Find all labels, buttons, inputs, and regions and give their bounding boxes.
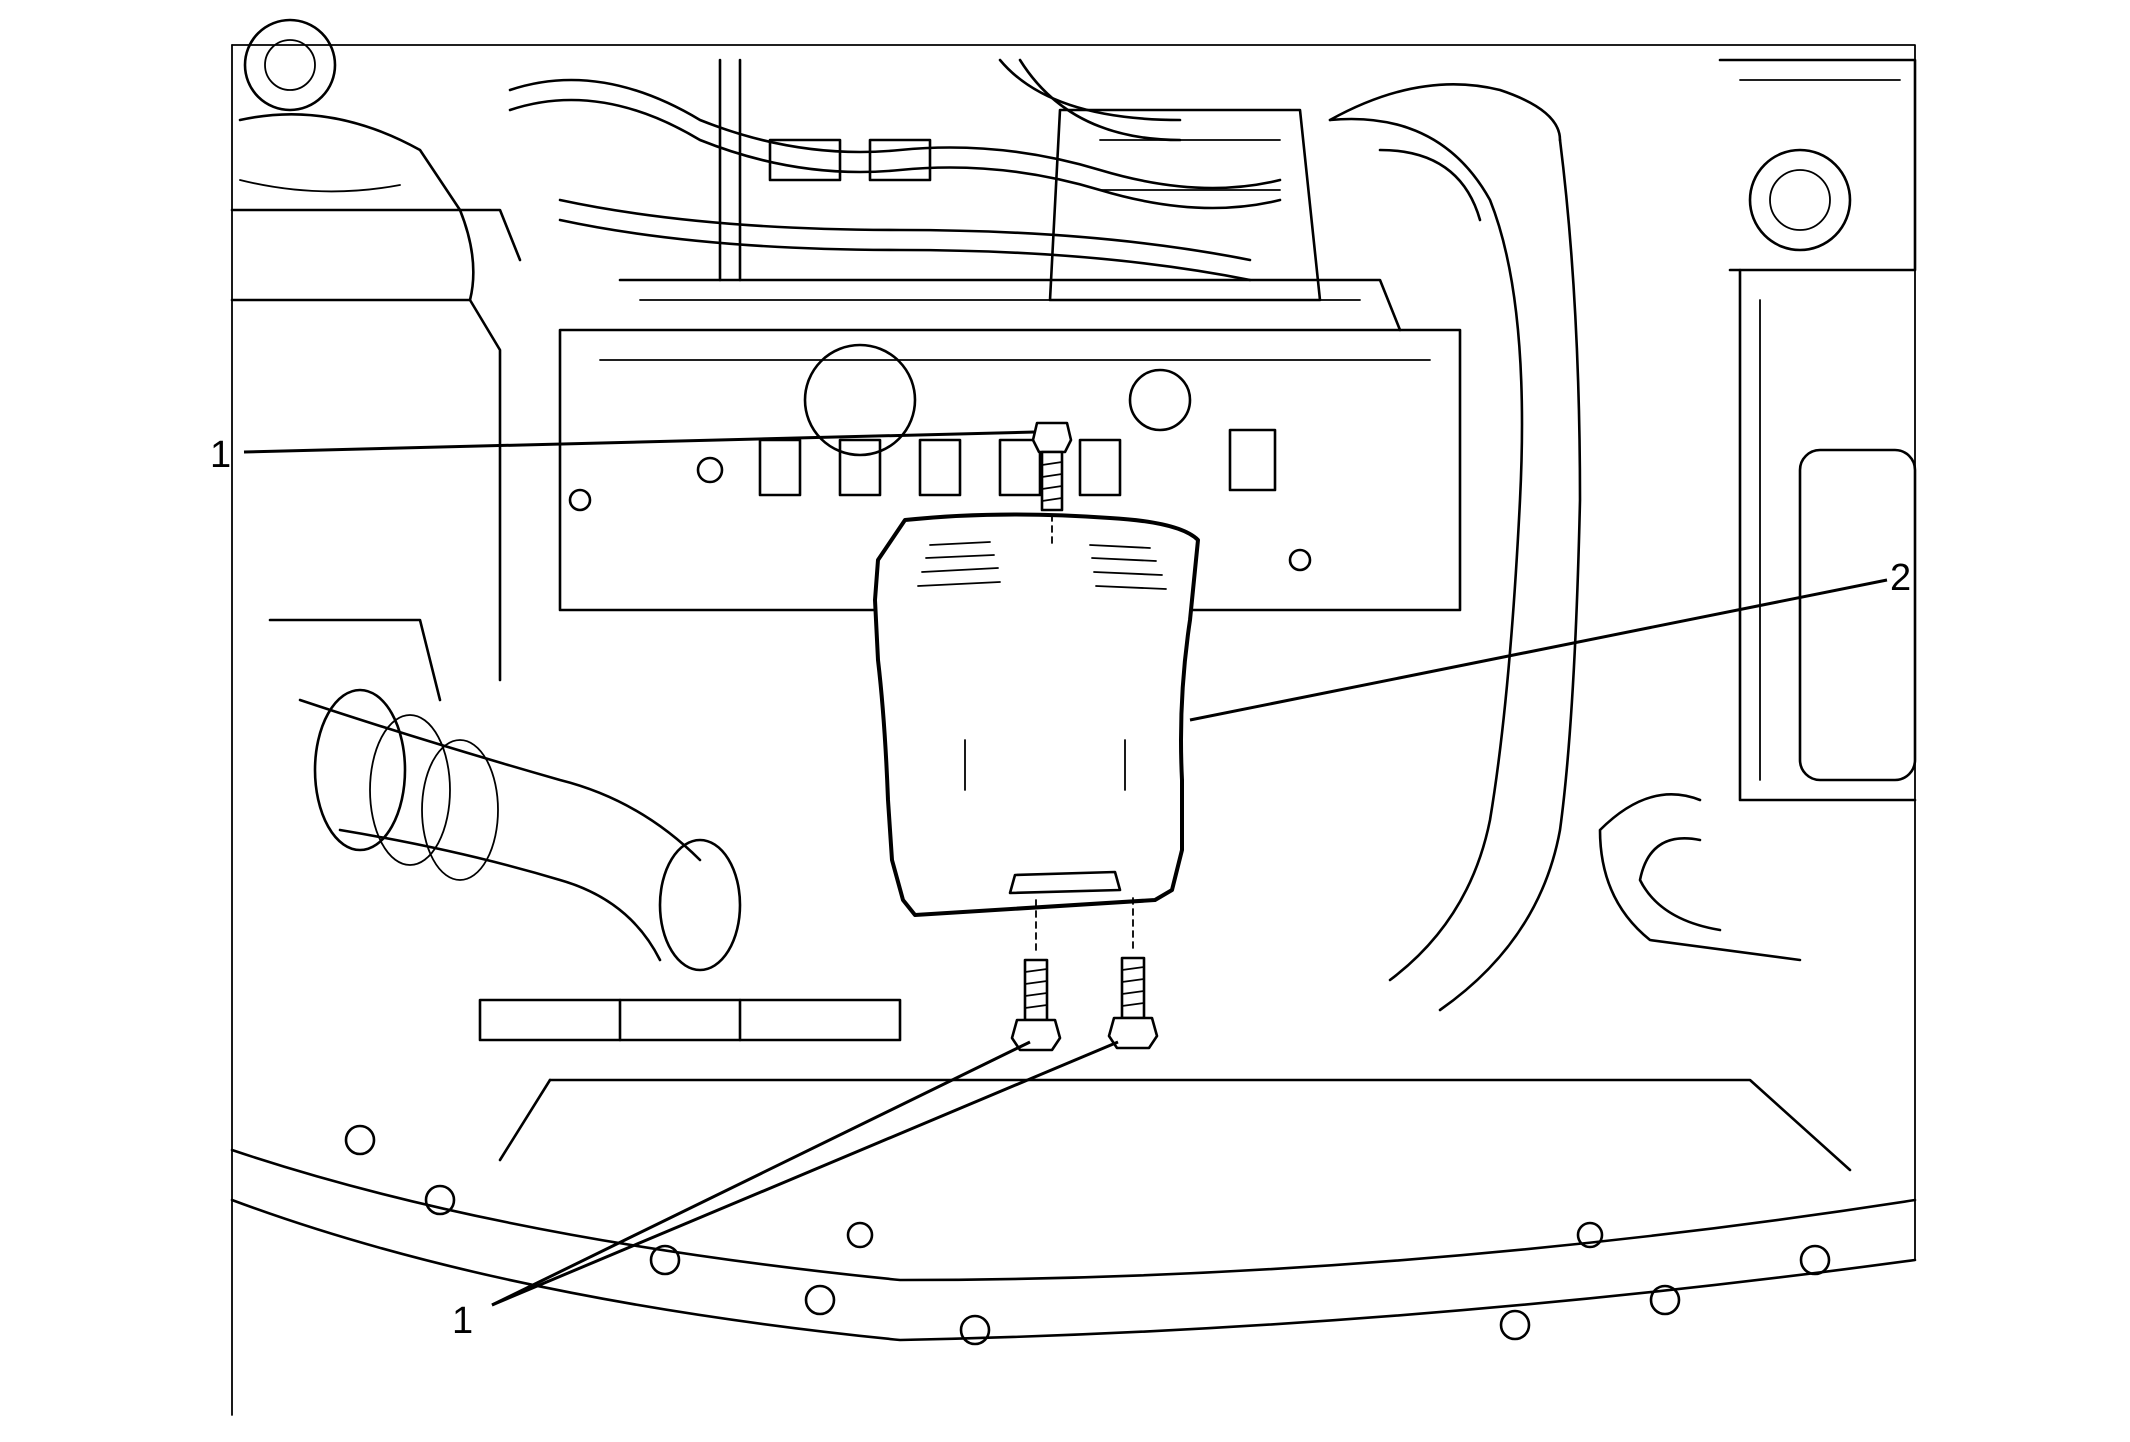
leader-1-bottom-a — [491, 1040, 1031, 1307]
clip-fasteners — [344, 1124, 1831, 1346]
coolant-reservoir — [1718, 58, 1917, 802]
bolt-bottom-right — [1107, 897, 1159, 1050]
fuel-injectors — [758, 428, 1277, 497]
wiring-harness — [508, 58, 1282, 282]
leader-1-top — [243, 430, 1036, 454]
illustration-frame — [231, 44, 1916, 1416]
lower-hoses — [478, 792, 1802, 1042]
bolts-bottom — [1010, 897, 1159, 1052]
callout-2: 2 — [1890, 557, 1911, 599]
engine-block — [558, 278, 1462, 612]
heat-shield — [873, 512, 1200, 917]
radiator-support — [230, 1078, 1917, 1346]
callout-1-bottom: 1 — [452, 1300, 473, 1342]
strut-tower-left — [230, 18, 522, 682]
charge-air-pipe — [1328, 82, 1582, 1012]
intake-manifold — [1048, 108, 1322, 302]
callout-leaders — [243, 430, 1888, 1307]
leader-2 — [1189, 578, 1888, 722]
bolt-bottom-left — [1010, 899, 1062, 1052]
air-intake-duct — [268, 618, 742, 972]
callout-1-top: 1 — [210, 434, 231, 476]
leader-1-bottom-b — [491, 1040, 1119, 1307]
shield-ribs — [917, 541, 1167, 590]
bolt-top — [1031, 421, 1073, 549]
